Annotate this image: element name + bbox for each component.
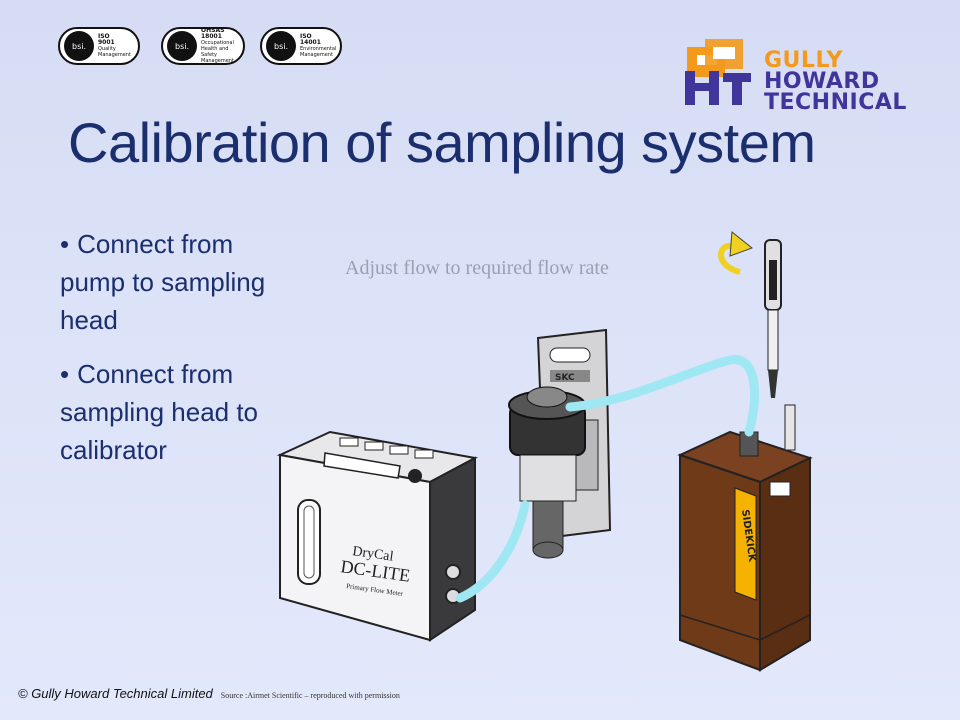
company-logo-icon: [685, 39, 751, 105]
cert-number: 9001: [98, 39, 115, 46]
cert-scope: Environmental Management: [300, 46, 337, 58]
flow-adjust-screwdriver: [764, 239, 782, 398]
footer: © Gully Howard Technical Limited Source …: [18, 686, 400, 701]
cert-standard: ISO: [98, 33, 110, 40]
copyright-text: © Gully Howard Technical Limited: [18, 686, 213, 701]
head-brand-label: SKC: [555, 373, 575, 383]
cert-standard: OHSAS: [201, 27, 225, 34]
sampling-head: [508, 328, 612, 559]
bullet-item: Connect from pump to sampling head: [60, 225, 300, 339]
cert-scope: Occupational Health and Safety Managemen…: [201, 40, 234, 64]
cert-number: 14001: [300, 39, 321, 46]
tube-head-to-calibrator: [455, 500, 530, 603]
apparatus-illustration: DryCal DC-LITE Primary Flow Meter SKC SI…: [276, 231, 813, 672]
slide-title: Calibration of sampling system: [68, 111, 816, 174]
calibrator-brand-label: DryCal: [351, 544, 394, 565]
bsi-seal-icon: bsi.: [167, 31, 197, 61]
bullet-list: Connect from pump to sampling head Conne…: [60, 225, 300, 485]
tube-pump-to-head: [565, 355, 759, 437]
cert-number: 18001: [201, 33, 222, 40]
bsi-seal-icon: bsi.: [266, 31, 296, 61]
rotate-arrow-head-icon: [729, 231, 754, 257]
company-logo-text: GULLY HOWARD TECHNICAL: [764, 48, 907, 115]
flow-annotation: Adjust flow to required flow rate: [345, 257, 609, 279]
sidekick-pump: [677, 404, 813, 672]
cert-scope: Quality Management: [98, 46, 131, 58]
calibrator-device: [276, 430, 479, 642]
bullet-item: Connect from sampling head to calibrator: [60, 355, 300, 469]
source-credit: Source :Airmet Scientific – reproduced w…: [220, 691, 400, 700]
cert-standard: ISO: [300, 33, 312, 40]
bsi-seal-icon: bsi.: [64, 31, 94, 61]
